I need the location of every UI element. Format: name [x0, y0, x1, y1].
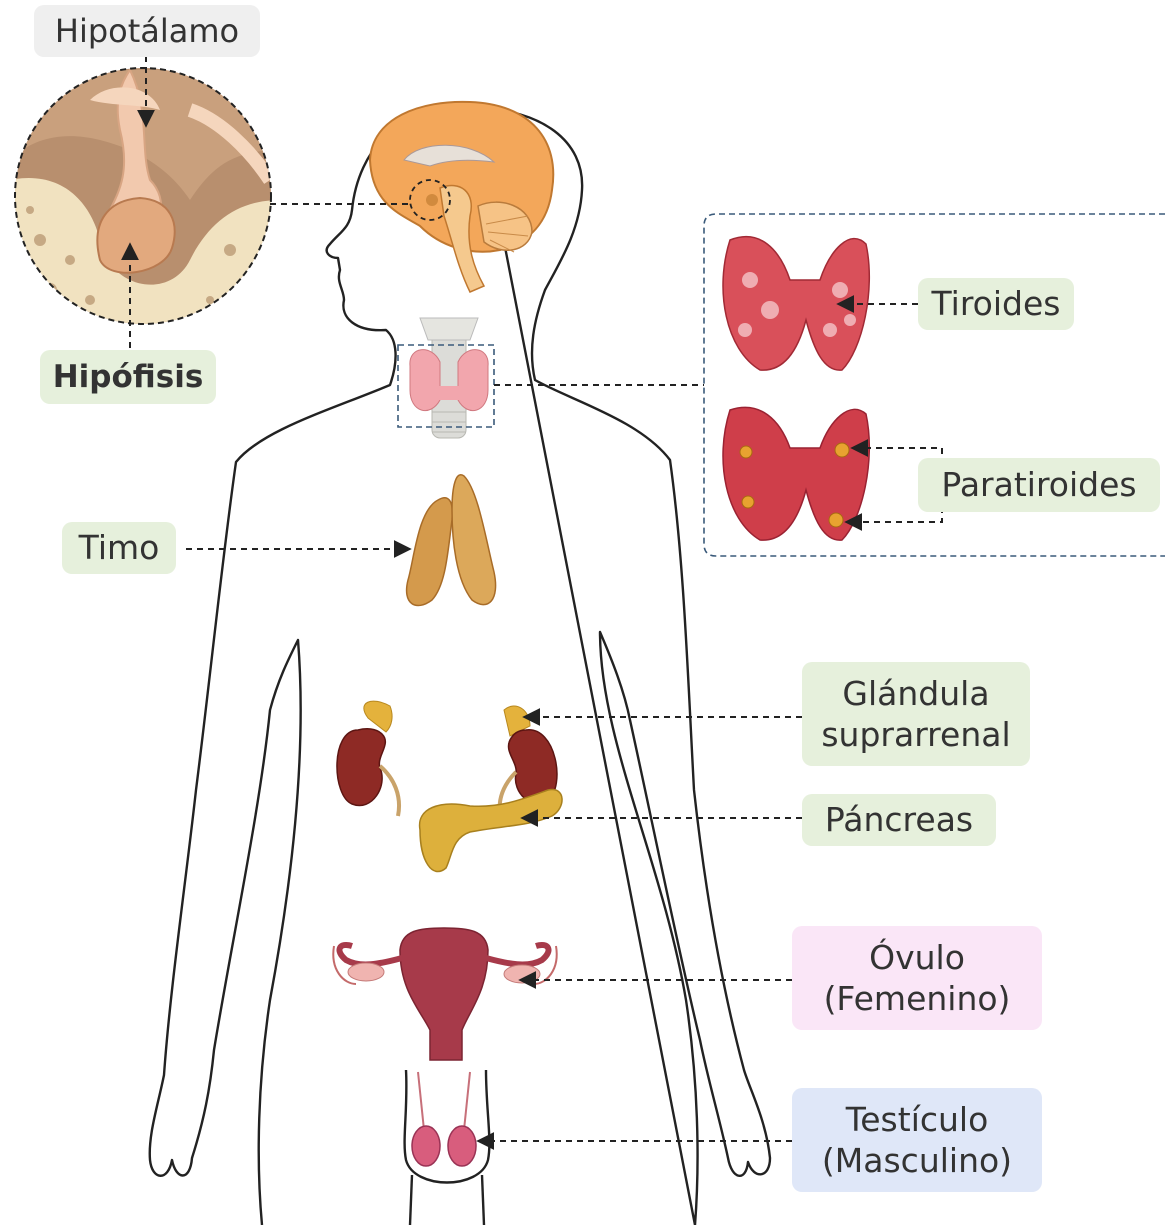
label-paratiroides: Paratiroides: [918, 458, 1160, 512]
leg-gap-right: [482, 1175, 484, 1225]
groin-outline: [405, 1070, 490, 1183]
left-kidney: [337, 701, 399, 816]
label-tiroides: Tiroides: [918, 278, 1074, 330]
thymus: [407, 475, 496, 606]
testes: [412, 1072, 476, 1166]
label-hipofisis-text: Hipófisis: [53, 358, 204, 397]
label-hipotalamo: Hipotálamo: [34, 5, 260, 57]
pancreas: [420, 790, 562, 872]
leg-gap-left: [410, 1175, 412, 1225]
label-hipotalamo-text: Hipotálamo: [55, 11, 239, 51]
label-hipofisis: Hipófisis: [40, 350, 216, 404]
label-timo: Timo: [62, 522, 176, 574]
label-glandula-suprarrenal: Glándula suprarrenal: [802, 662, 1030, 766]
uterus: [333, 928, 556, 1060]
label-ovulo-line1: Óvulo: [869, 937, 965, 978]
label-ovulo: Óvulo (Femenino): [792, 926, 1042, 1030]
label-pancreas: Páncreas: [802, 794, 996, 846]
label-ovulo-line2: (Femenino): [824, 978, 1011, 1019]
label-pancreas-text: Páncreas: [825, 799, 973, 840]
label-testiculo-line1: Testículo: [846, 1099, 989, 1140]
label-glandula-line2: suprarrenal: [821, 714, 1010, 755]
neck-thyroid: [398, 318, 494, 438]
thyroid-back-illustration: [723, 407, 869, 540]
label-glandula-line1: Glándula: [842, 673, 989, 714]
brain: [370, 102, 553, 292]
label-paratiroides-text: Paratiroides: [941, 464, 1136, 505]
label-tiroides-text: Tiroides: [932, 283, 1061, 324]
label-testiculo: Testículo (Masculino): [792, 1088, 1042, 1192]
label-testiculo-line2: (Masculino): [822, 1140, 1012, 1181]
label-timo-text: Timo: [79, 527, 160, 568]
